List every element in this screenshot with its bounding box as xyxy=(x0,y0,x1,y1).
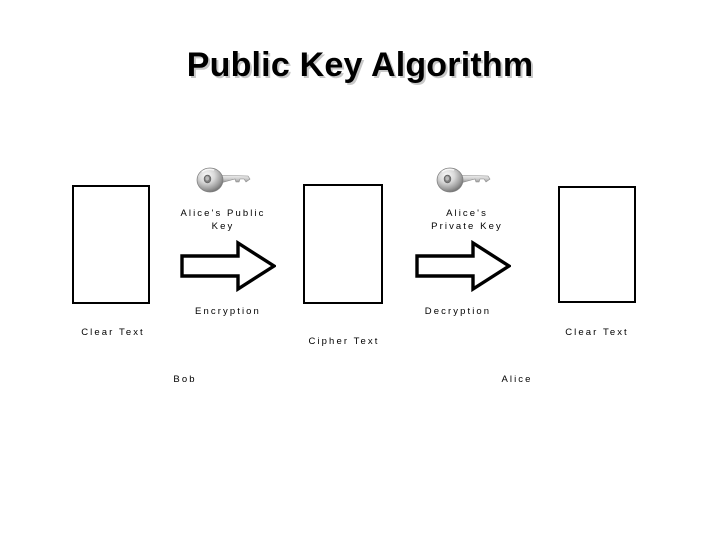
sender-label: Bob xyxy=(173,374,197,385)
key-icon xyxy=(434,163,496,199)
public-key-label-line2: Key xyxy=(211,221,235,232)
key-icon xyxy=(194,163,256,199)
private-key-label-line2: Private Key xyxy=(431,221,503,232)
encrypt-arrow-icon xyxy=(180,239,278,293)
public-key-label-line1: Alice's Public xyxy=(180,208,266,219)
cipher-text-label: Cipher Text xyxy=(308,336,380,347)
alices-private-key-label: Alice's Private Key xyxy=(400,207,534,233)
clear-text-label-right: Clear Text xyxy=(565,327,629,338)
cipher-text-box xyxy=(303,184,383,304)
encryption-label: Encryption xyxy=(195,306,261,317)
decrypt-arrow-icon xyxy=(415,239,513,293)
alices-public-key-label: Alice's Public Key xyxy=(157,207,289,233)
page-title: Public Key Algorithm xyxy=(186,46,534,84)
clear-text-label-left: Clear Text xyxy=(81,327,145,338)
receiver-label: Alice xyxy=(501,374,533,385)
clear-text-box-right xyxy=(558,186,636,303)
private-key-label-line1: Alice's xyxy=(446,208,488,219)
clear-text-box-left xyxy=(72,185,150,304)
decryption-label: Decryption xyxy=(424,306,492,317)
